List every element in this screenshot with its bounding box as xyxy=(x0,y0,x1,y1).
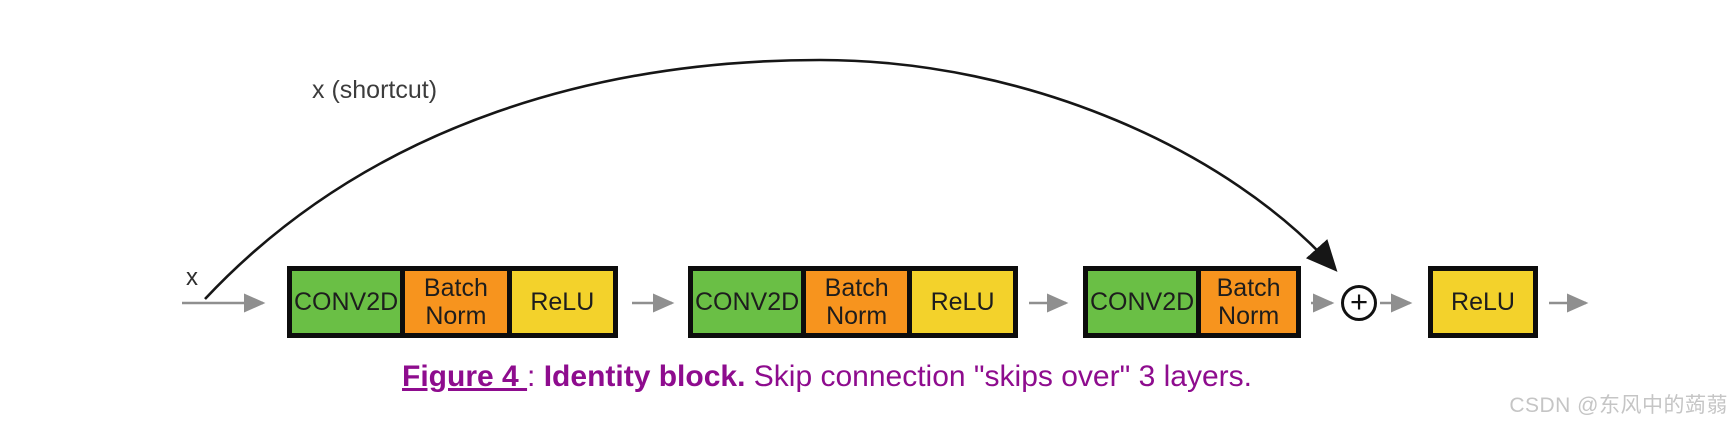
shortcut-curve xyxy=(204,58,1338,300)
conv2d-block: CONV2D xyxy=(292,271,401,333)
layer-group-3: CONV2D Batch Norm xyxy=(1083,266,1301,338)
csdn-watermark: CSDN @东风中的蒟蒻 xyxy=(1509,394,1728,417)
relu-block: ReLU xyxy=(1433,271,1533,333)
layer-group-4: ReLU xyxy=(1428,266,1538,338)
layer-group-2: CONV2D Batch Norm ReLU xyxy=(688,266,1018,338)
batchnorm-block: Batch Norm xyxy=(400,271,507,333)
input-x-label: x xyxy=(186,264,198,291)
figure-caption: Figure 4 : Identity block. Skip connecti… xyxy=(402,360,1252,394)
layer-group-1: CONV2D Batch Norm ReLU xyxy=(287,266,618,338)
caption-figure-number: Figure 4 xyxy=(402,360,528,393)
conv2d-block: CONV2D xyxy=(1088,271,1197,333)
batchnorm-block: Batch Norm xyxy=(1196,271,1296,333)
relu-block: ReLU xyxy=(907,271,1013,333)
relu-block: ReLU xyxy=(506,271,613,333)
add-icon: + xyxy=(1341,285,1377,321)
conv2d-block: CONV2D xyxy=(693,271,802,333)
caption-description: Skip connection "skips over" 3 layers. xyxy=(753,360,1252,393)
caption-title: Identity block. xyxy=(543,360,746,393)
caption-separator: : xyxy=(527,360,544,393)
shortcut-label: x (shortcut) xyxy=(312,76,438,104)
batchnorm-block: Batch Norm xyxy=(801,271,908,333)
